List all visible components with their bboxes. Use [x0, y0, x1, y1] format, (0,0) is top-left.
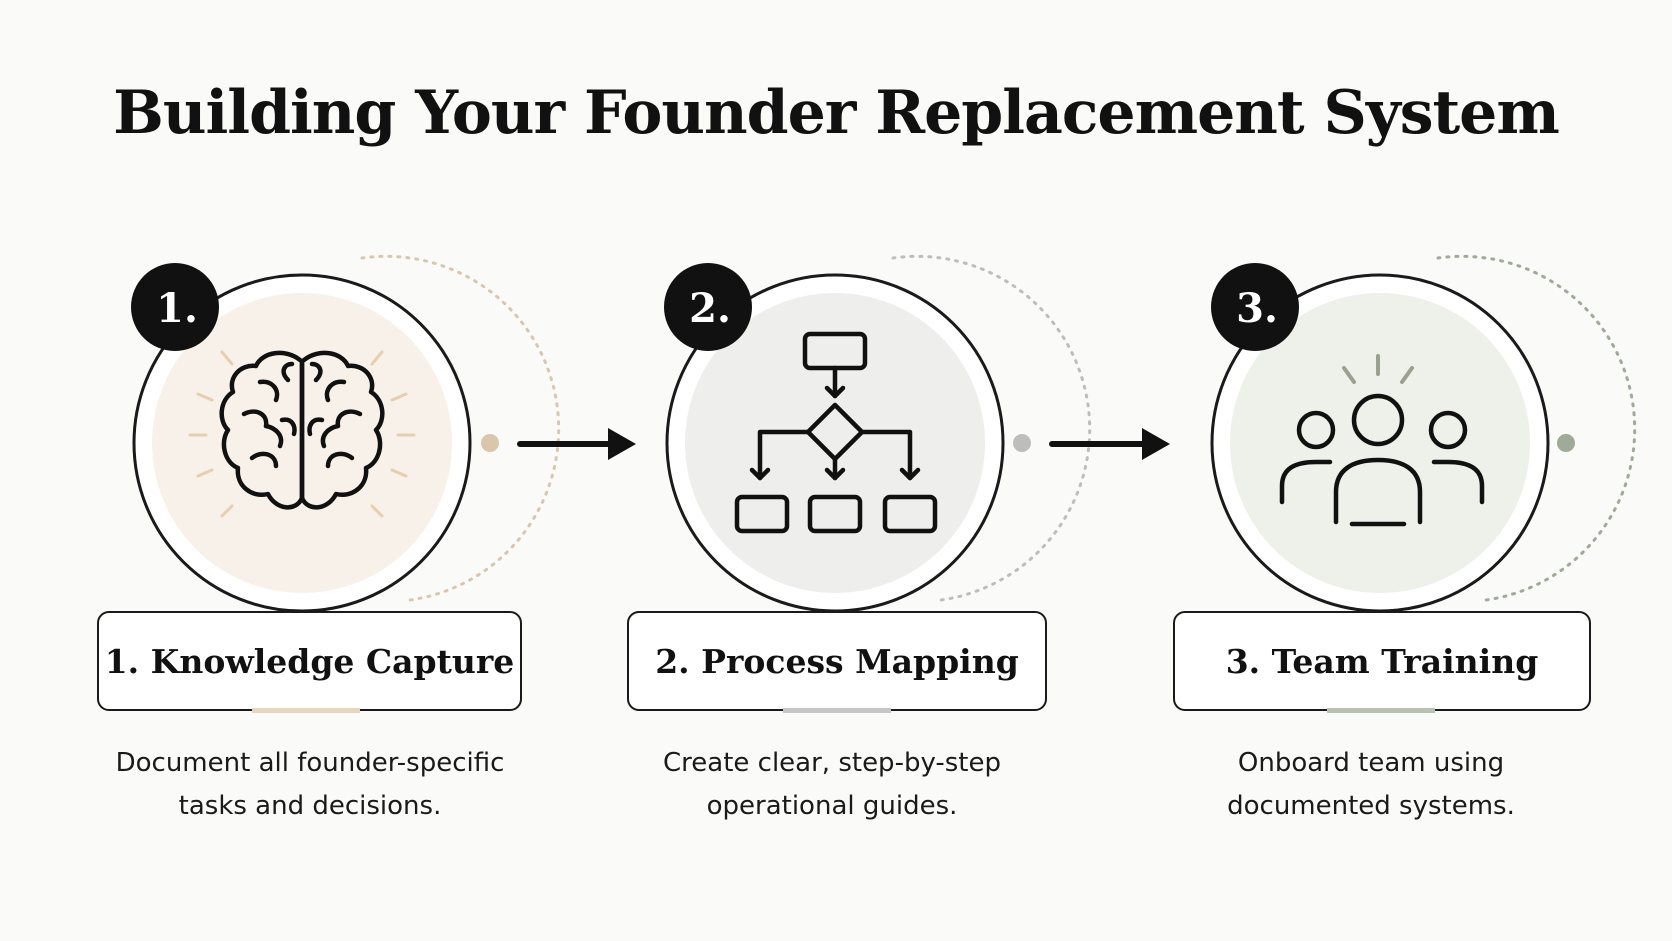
team-icon — [1279, 393, 1485, 527]
step-2-circle-tint — [685, 293, 985, 593]
step-3-description: Onboard team using documented systems. — [1141, 742, 1601, 828]
step-3-description-line-1: Onboard team using — [1237, 748, 1505, 778]
step-2: 2. — [664, 254, 1092, 613]
step-1: 1. — [131, 254, 561, 613]
progress-arc-1 — [360, 254, 561, 602]
connector-dot-2 — [1013, 434, 1031, 452]
step-2-accent-line — [783, 708, 891, 713]
step-3-description-line-2: documented systems. — [1227, 791, 1515, 821]
step-1-number: 1. — [156, 285, 198, 332]
step-1-accent-line — [252, 708, 360, 713]
connector-dot-1 — [481, 434, 499, 452]
connector-dot-3 — [1557, 434, 1575, 452]
page-title: Building Your Founder Replacement System — [113, 78, 1560, 148]
arrow-2-3 — [1049, 428, 1170, 460]
step-2-label: 2. Process Mapping — [627, 611, 1047, 711]
step-3-number: 3. — [1236, 285, 1278, 332]
step-2-description-line-2: operational guides. — [706, 791, 958, 821]
glow-rays-icon — [188, 350, 416, 518]
flowchart-icon — [734, 331, 938, 534]
step-1-description-line-1: Document all founder-specific — [115, 748, 505, 778]
step-2-description-line-1: Create clear, step-by-step — [663, 748, 1001, 778]
brain-icon — [219, 350, 385, 510]
step-1-description: Document all founder-specific tasks and … — [80, 742, 540, 828]
step-2-number: 2. — [689, 285, 731, 332]
step-3: 3. — [1210, 254, 1637, 613]
step-1-label: 1. Knowledge Capture — [97, 611, 522, 711]
step-1-number-badge — [131, 263, 219, 351]
step-3-number-badge — [1211, 263, 1299, 351]
step-3-accent-line — [1327, 708, 1435, 713]
progress-arc-3 — [1436, 254, 1637, 602]
step-2-number-badge — [664, 263, 752, 351]
step-3-label: 3. Team Training — [1173, 611, 1591, 711]
progress-arc-2 — [891, 254, 1092, 602]
step-2-description: Create clear, step-by-step operational g… — [602, 742, 1062, 828]
arrow-1-2 — [517, 428, 636, 460]
spark-rays-icon — [1342, 354, 1414, 384]
step-1-description-line-2: tasks and decisions. — [178, 791, 442, 821]
